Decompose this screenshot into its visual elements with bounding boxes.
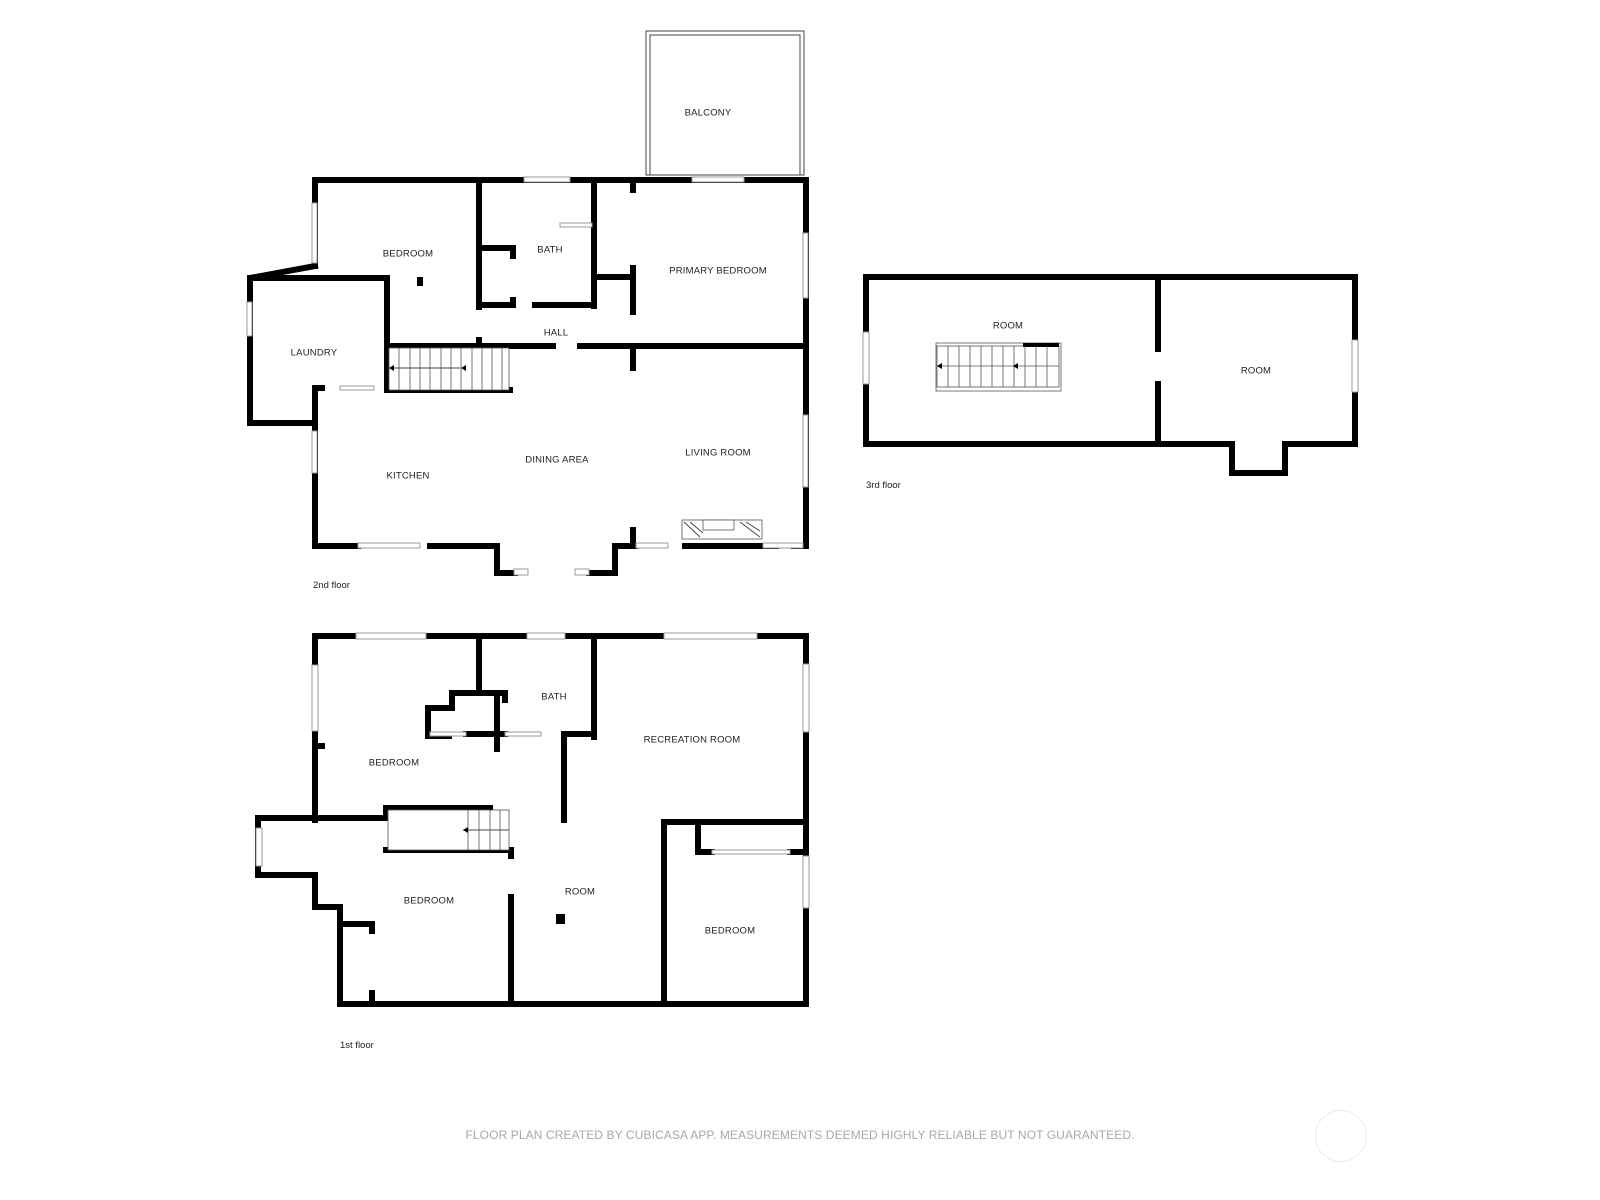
room-label-room-3f-left: ROOM [992, 320, 1024, 332]
room-label-bedroom-1f-right: BEDROOM [704, 925, 756, 937]
support-column [556, 914, 565, 924]
stairs-3rd-floor [935, 342, 1062, 392]
disclaimer-text: FLOOR PLAN CREATED BY CUBICASA APP. MEAS… [465, 1128, 1135, 1142]
room-label-living-room: LIVING ROOM [685, 447, 751, 459]
cubicasa-logo-icon [1315, 1110, 1367, 1162]
room-label-bath-1f: BATH [541, 691, 567, 703]
room-label-kitchen: KITCHEN [386, 470, 430, 482]
balcony-railing [645, 30, 805, 176]
room-label-room-1f: ROOM [564, 886, 596, 898]
room-label-balcony: BALCONY [684, 107, 732, 119]
room-label-room-3f-right: ROOM [1240, 365, 1272, 377]
room-label-laundry: LAUNDRY [290, 347, 338, 359]
room-label-hall: HALL [543, 327, 569, 339]
room-label-bedroom-2f: BEDROOM [382, 248, 434, 260]
third-floor-plan [862, 274, 1359, 476]
room-label-primary-bedroom: PRIMARY BEDROOM [669, 265, 767, 277]
room-label-bedroom-1f-left: BEDROOM [403, 895, 455, 907]
floor-label-2nd: 2nd floor [313, 580, 350, 591]
room-label-bath-2f: BATH [537, 244, 563, 256]
second-floor-plan [246, 30, 809, 576]
stairs-2nd-floor [388, 347, 510, 391]
floor-label-1st: 1st floor [340, 1040, 374, 1051]
stairs-1st-floor [387, 809, 510, 851]
floor-label-3rd: 3rd floor [866, 480, 901, 491]
room-label-recreation-room: RECREATION ROOM [643, 734, 741, 746]
first-floor-plan [255, 632, 810, 1007]
room-label-bedroom-1f-top: BEDROOM [368, 757, 420, 769]
room-label-dining-area: DINING AREA [525, 454, 589, 466]
